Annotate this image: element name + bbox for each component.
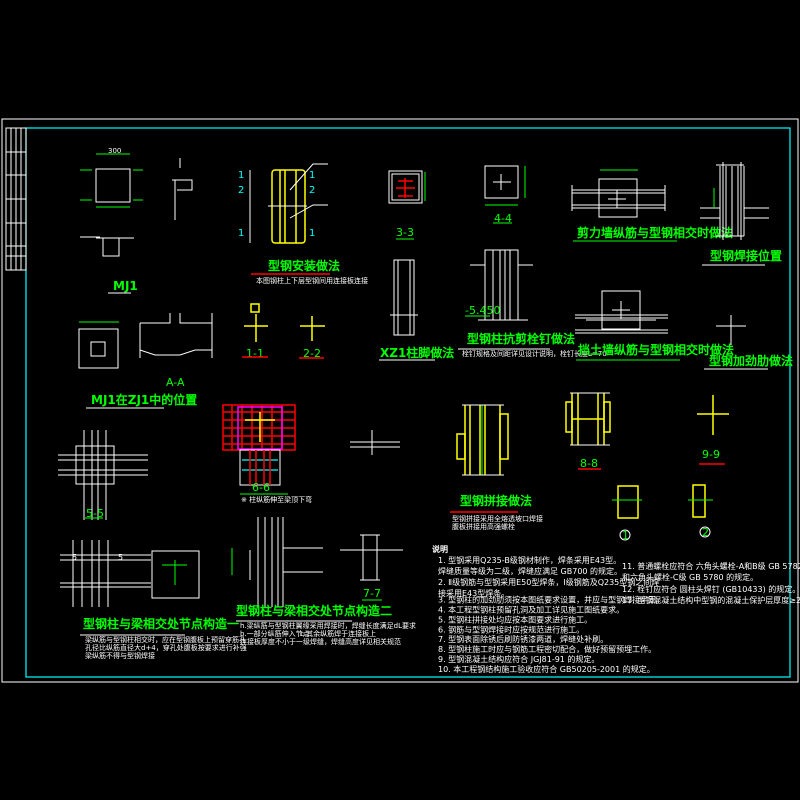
- detail-4-4: 4-4: [484, 165, 526, 225]
- note-item: 5. 型钢柱拼接处均应按本图要求进行施工。: [438, 614, 592, 624]
- detail-3-3: 3-3: [388, 170, 426, 240]
- svg-text:5: 5: [72, 553, 77, 562]
- detail-circle-1: 1: [612, 485, 642, 542]
- detail-5-5: 5-5: [58, 430, 148, 520]
- detail-retaining: 挡土墙纵筋与型钢相交时做法: [575, 290, 734, 361]
- svg-text:1: 1: [238, 228, 244, 239]
- note-item: 12. 栓钉应符合 圆柱头焊钉 (GB10433) 的规定。: [622, 584, 800, 594]
- note: ※ 柱纵筋伸至梁顶下弯: [241, 495, 312, 504]
- detail-2-2: 2-2: [299, 316, 325, 360]
- note-item: 和六角头螺栓-C级 GB 5780 的规定。: [622, 572, 758, 582]
- detail-mj1: 300 MJ1: [80, 147, 193, 294]
- detail-7-7: 7-7: [340, 534, 403, 601]
- note: 栓钉规格及间距详见设计说明，栓钉长度L=70: [462, 349, 607, 358]
- label-4-4: 4-4: [494, 212, 512, 225]
- title-xz1: XZ1柱脚做法: [380, 345, 454, 360]
- detail-node-2: 型钢柱与梁相交处节点构造二 h.梁纵筋与型钢柱翼缘采用焊接时，焊缝长度满足dL要…: [231, 517, 416, 646]
- note-item: 6. 钢筋与型钢焊接时应按规范进行施工。: [438, 624, 584, 634]
- label-8-8: 8-8: [580, 457, 598, 470]
- note: 连接板厚度不小于一级焊缝，焊缝高度详见相关规范: [240, 637, 401, 646]
- label-9-9: 9-9: [702, 448, 720, 461]
- detail-splice: 型钢拼接做法 型钢拼接采用全熔透坡口焊接 腹板拼接用高强螺栓: [450, 404, 543, 531]
- note-item: 4. 本工程型钢柱预留孔洞及加工详见施工图纸要求。: [438, 605, 624, 615]
- note-item: 9. 型钢混凝土结构应符合 JGJ81-91 的规定。: [438, 654, 599, 664]
- detail-8-8: 8-8: [565, 392, 611, 470]
- note-item: 13. 型钢混凝土结构中型钢的混凝土保护层厚度≥25mm。: [622, 595, 800, 605]
- note-item: 1. 型钢采用Q235-B级钢材制作，焊条采用E43型。: [438, 555, 621, 565]
- svg-text:1: 1: [238, 170, 244, 181]
- note-item: 2. Ⅱ级钢筋与型钢采用E50型焊条，Ⅰ级钢筋及Q235型钢之间焊: [438, 577, 659, 587]
- elevation-label: -5.450: [465, 304, 500, 317]
- title-retaining: 挡土墙纵筋与型钢相交时做法: [578, 342, 734, 357]
- note: 梁纵筋不得与型钢焊接: [85, 651, 155, 660]
- label-7-7: 7-7: [363, 587, 381, 600]
- label-1-1: 1-1: [246, 347, 264, 360]
- note: 型钢拼接采用全熔透坡口焊接: [452, 514, 543, 523]
- title-steel-install: 型钢安装做法: [268, 258, 340, 273]
- detail-circle-2: 2: [688, 484, 713, 539]
- label-2-2: 2-2: [303, 347, 321, 360]
- note-item: 3. 型钢柱的加劲肋须按本图纸要求设置，并应与型钢焊接牢固。: [438, 595, 664, 605]
- note: b.一部分纵筋伸入节点: [240, 629, 310, 638]
- detail-shear-wall: 剪力墙纵筋与型钢相交时做法: [571, 169, 733, 242]
- note-item: 11. 普通螺栓应符合 六角头螺栓-A和B级 GB 5782: [622, 561, 800, 571]
- detail-6-6: 6-6 ※ 柱纵筋伸至梁顶下弯: [222, 404, 400, 504]
- title-weld-position: 型钢焊接位置: [710, 248, 782, 263]
- note-item: 7. 型钢表面除锈后刷防锈漆两道，焊缝处补刷。: [438, 634, 608, 644]
- title-shear-wall: 剪力墙纵筋与型钢相交时做法: [577, 225, 733, 240]
- outer-frame: [1, 118, 799, 683]
- label-a-a: A-A: [166, 376, 185, 389]
- detail-stiffener: 型钢加劲肋做法: [704, 315, 793, 370]
- title-splice: 型钢拼接做法: [460, 493, 532, 508]
- title-strip: [5, 127, 27, 271]
- svg-text:2: 2: [309, 185, 315, 196]
- note: c.其余纵筋焊于连接板上: [300, 629, 376, 638]
- detail-9-9: 9-9: [697, 395, 729, 465]
- detail-weld-position: 型钢焊接位置: [700, 162, 782, 266]
- detail-stud: -5.450 型钢柱抗剪栓钉做法 栓钉规格及间距详见设计说明，栓钉长度L=70: [458, 249, 607, 358]
- note-item: 焊缝质量等级为二级，焊缝应满足 GB700 的规定。: [438, 566, 622, 576]
- title-node-2: 型钢柱与梁相交处节点构造二: [236, 603, 392, 618]
- note-item: 8. 型钢柱施工时应与钢筋工程密切配合，做好预留预埋工作。: [438, 644, 656, 654]
- svg-text:5: 5: [118, 553, 123, 562]
- title-node-1: 型钢柱与梁相交处节点构造一: [83, 616, 239, 631]
- title-mj1-in-zj1: MJ1在ZJ1中的位置: [91, 392, 197, 407]
- note: 腹板拼接用高强螺栓: [452, 522, 515, 531]
- detail-xz1: XZ1柱脚做法: [379, 259, 454, 361]
- note: 孔径比纵筋直径大d+4，穿孔处腹板按要求进行补强: [85, 643, 247, 652]
- general-notes: 说明 1. 型钢采用Q235-B级钢材制作，焊条采用E43型。 焊缝质量等级为二…: [432, 544, 800, 674]
- detail-steel-install: 1 2 1 1 2 1 型钢安装做法 本图钢柱上下层型钢间用连接板连接: [238, 163, 368, 285]
- detail-mj1-in-zj1: A-A MJ1在ZJ1中的位置: [78, 313, 213, 409]
- label-circle-2: 2: [702, 526, 709, 539]
- label-5-5: 5-5: [86, 507, 104, 520]
- note: h.梁纵筋与型钢柱翼缘采用焊接时，焊缝长度满足dL要求: [240, 621, 416, 630]
- notes-title: 说明: [432, 544, 448, 554]
- label-mj1: MJ1: [113, 279, 138, 293]
- detail-1-1: 1-1: [242, 303, 268, 360]
- svg-text:1: 1: [309, 228, 315, 239]
- inner-frame: [25, 127, 791, 678]
- title-stiffener: 型钢加劲肋做法: [709, 353, 793, 368]
- note-item: 接采用E43型焊条。: [438, 588, 509, 598]
- label-circle-1: 1: [622, 529, 629, 542]
- detail-node-1: 5 5 型钢柱与梁相交处节点构造一 梁纵筋与型钢柱相交时，应在型钢腹板上预留穿筋孔…: [60, 540, 247, 660]
- label-3-3: 3-3: [396, 226, 414, 239]
- dim: 300: [108, 147, 121, 155]
- svg-text:2: 2: [238, 185, 244, 196]
- note: 梁纵筋与型钢柱相交时，应在型钢腹板上预留穿筋孔: [85, 635, 246, 644]
- label-6-6: 6-6: [252, 481, 270, 494]
- svg-text:1: 1: [309, 170, 315, 181]
- note: 本图钢柱上下层型钢间用连接板连接: [256, 276, 368, 285]
- note-item: 10. 本工程钢结构施工验收应符合 GB50205-2001 的规定。: [438, 664, 655, 674]
- title-stud: 型钢柱抗剪栓钉做法: [467, 331, 575, 346]
